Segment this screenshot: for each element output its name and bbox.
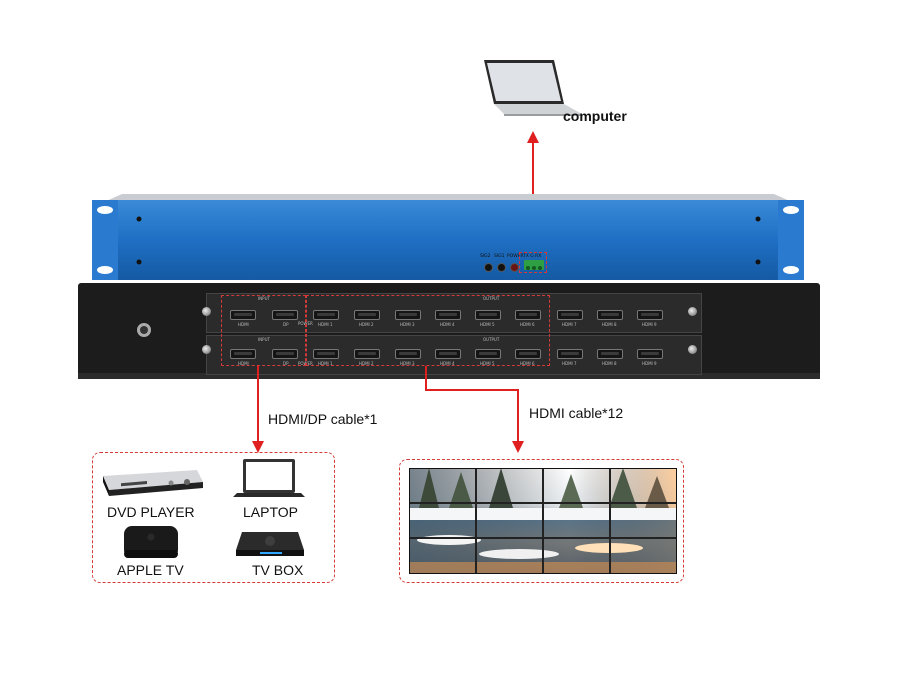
input-port-label: HDMI <box>238 361 249 366</box>
input-dp-port <box>272 310 298 320</box>
input-title: INPUT <box>258 296 270 301</box>
output-port <box>515 349 541 359</box>
video-wall-box <box>399 459 684 583</box>
output-port-label: HDMI 4 <box>440 361 455 366</box>
output-port-label: HDMI 7 <box>562 361 577 366</box>
output-port <box>475 349 501 359</box>
output-port <box>475 310 501 320</box>
matrix-front-panel <box>92 190 804 282</box>
tv-box-label: TV BOX <box>252 562 304 578</box>
screw-icon <box>688 345 697 354</box>
input-hdmi-port <box>230 349 256 359</box>
indicator-label-sig1: SIG1 <box>494 254 505 259</box>
input-port-label: DP <box>283 322 289 327</box>
input-ports-highlight <box>221 295 306 366</box>
arrow-up-icon <box>527 130 539 143</box>
output-cable-line-across <box>425 389 519 391</box>
computer-label: computer <box>563 108 627 124</box>
output-port-label: HDMI 8 <box>602 361 617 366</box>
output-port <box>313 310 339 320</box>
output-port <box>557 310 583 320</box>
output-port <box>597 349 623 359</box>
output-port <box>435 349 461 359</box>
output-port <box>395 349 421 359</box>
sig1-led <box>497 263 506 272</box>
output-cable-line-down <box>425 366 427 391</box>
serial-terminal <box>524 260 544 270</box>
input-sources-box <box>92 452 335 583</box>
sig2-led <box>484 263 493 272</box>
indicator-label-power: POWER <box>507 254 524 259</box>
laptop-label: LAPTOP <box>243 504 298 520</box>
output-port <box>354 349 380 359</box>
video-wall-image <box>408 467 678 575</box>
arrow-down-icon <box>512 440 524 453</box>
output-port-label: HDMI 3 <box>400 322 415 327</box>
output-port-label: HDMI 9 <box>642 361 657 366</box>
output-port <box>354 310 380 320</box>
tv-box-icon <box>236 528 306 560</box>
output-port-label: HDMI 4 <box>440 322 455 327</box>
output-cable-line-to-wall <box>517 389 519 442</box>
output-port-label: HDMI 5 <box>480 361 495 366</box>
output-port <box>435 310 461 320</box>
output-port <box>597 310 623 320</box>
input-cable-label: HDMI/DP cable*1 <box>268 411 378 427</box>
dvd-player-label: DVD PLAYER <box>107 504 195 520</box>
input-port-label: DP <box>283 361 289 366</box>
output-port-label: HDMI 9 <box>642 322 657 327</box>
output-port <box>637 349 663 359</box>
input-dp-port <box>272 349 298 359</box>
power-led <box>510 263 519 272</box>
output-port <box>313 349 339 359</box>
output-cable-label: HDMI cable*12 <box>529 405 624 421</box>
screw-icon <box>202 307 211 316</box>
input-port-label: HDMI <box>238 322 249 327</box>
output-port-label: HDMI 7 <box>562 322 577 327</box>
output-title: OUTPUT <box>483 337 500 342</box>
apple-tv-icon <box>122 524 180 560</box>
indicator-label-sig2: SIG2 <box>480 254 491 259</box>
screw-icon <box>688 307 697 316</box>
input-title: INPUT <box>258 337 270 342</box>
output-port-label: HDMI 3 <box>400 361 415 366</box>
input-hdmi-port <box>230 310 256 320</box>
computer-icon <box>478 58 588 120</box>
serial-label: TX G RX <box>523 254 542 259</box>
output-port-label: HDMI 1 <box>318 361 333 366</box>
output-ports-highlight <box>306 295 550 366</box>
dvd-player-icon <box>101 468 205 498</box>
output-title: OUTPUT <box>483 296 500 301</box>
output-port <box>557 349 583 359</box>
output-port-label: HDMI 2 <box>359 322 374 327</box>
arrow-down-icon <box>252 440 264 453</box>
serial-highlight-box <box>519 252 547 273</box>
input-cable-line <box>257 366 259 442</box>
output-port-label: HDMI 6 <box>520 322 535 327</box>
output-port-label: HDMI 6 <box>520 361 535 366</box>
output-port-label: HDMI 5 <box>480 322 495 327</box>
laptop-icon <box>233 459 305 499</box>
output-port <box>515 310 541 320</box>
screw-icon <box>202 345 211 354</box>
output-port <box>395 310 421 320</box>
output-port-label: HDMI 2 <box>359 361 374 366</box>
output-port-label: HDMI 8 <box>602 322 617 327</box>
output-port <box>637 310 663 320</box>
apple-tv-label: APPLE TV <box>117 562 184 578</box>
output-port-label: HDMI 1 <box>318 322 333 327</box>
